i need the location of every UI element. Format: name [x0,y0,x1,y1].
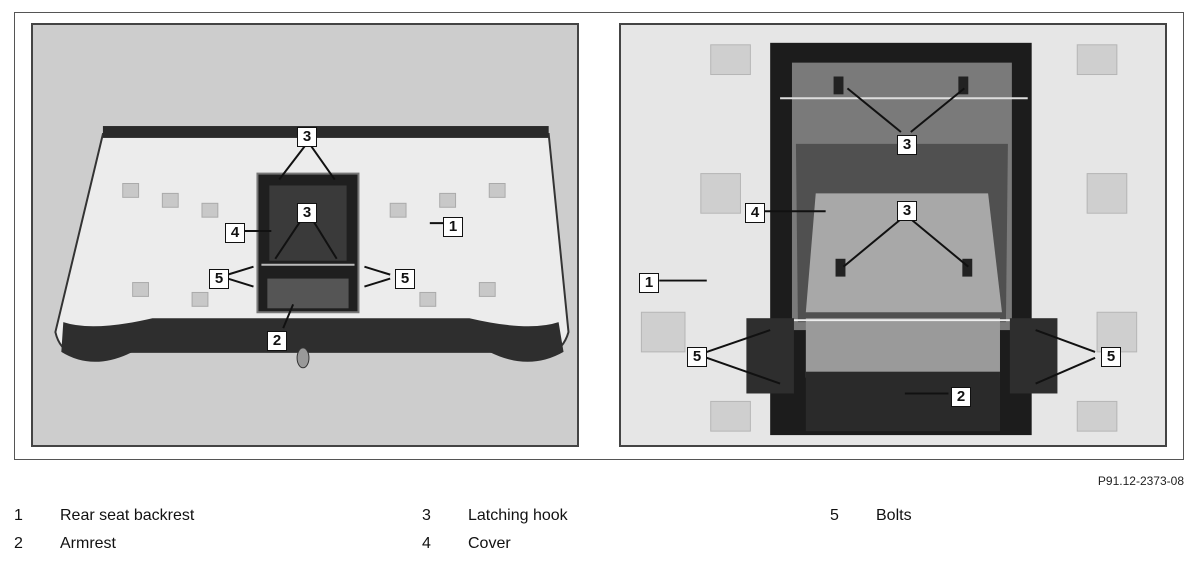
illustration-backrest-overview [54,126,570,369]
legend-number: 3 [422,507,431,524]
callout-latching-hook: 3 [897,135,917,155]
legend-number: 2 [14,535,23,552]
photo-rear-seat-overview: 3 3 4 1 5 5 2 [31,23,579,447]
figure-frame: 3 3 4 1 5 5 2 [14,12,1184,460]
callout-armrest: 2 [951,387,971,407]
callout-cover: 4 [225,223,245,243]
legend-number: 5 [830,507,839,524]
callout-latching-hook: 3 [897,201,917,221]
callout-bolts: 5 [687,347,707,367]
legend-label: Armrest [60,535,116,552]
legend-number: 1 [14,507,23,524]
legend-label: Rear seat backrest [60,507,195,524]
legend-number: 4 [422,535,431,552]
callout-bolts: 5 [1101,347,1121,367]
callout-armrest: 2 [267,331,287,351]
legend-label: Latching hook [468,507,568,524]
callout-bolts: 5 [209,269,229,289]
callout-latching-hook: 3 [297,203,317,223]
callout-bolts: 5 [395,269,415,289]
callout-cover: 4 [745,203,765,223]
legend: 1 Rear seat backrest 2 Armrest 3 Latchin… [0,506,1200,566]
callout-latching-hook: 3 [297,127,317,147]
photo-armrest-closeup: 3 4 3 1 5 5 2 [619,23,1167,447]
legend-label: Cover [468,535,511,552]
illustration-armrest-closeup [640,42,1138,436]
callout-rear-seat-backrest: 1 [443,217,463,237]
figure-reference: P91.12-2373-08 [1097,474,1184,488]
callout-rear-seat-backrest: 1 [639,273,659,293]
legend-label: Bolts [876,507,912,524]
